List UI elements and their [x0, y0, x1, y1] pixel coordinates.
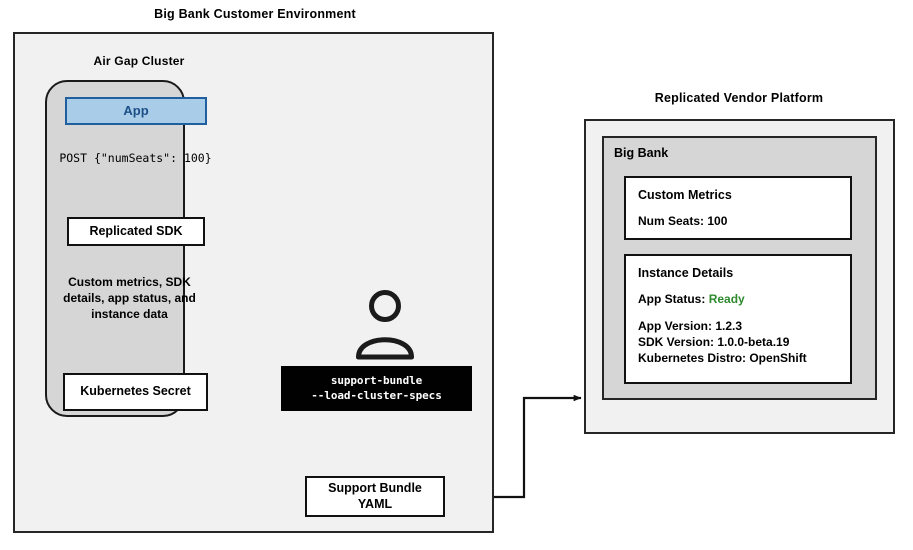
- air-gap-cluster-container: [45, 80, 185, 417]
- instance-details-app-version: App Version: 1.2.3: [638, 318, 743, 333]
- instance-details-sdk-version: SDK Version: 1.0.0-beta.19: [638, 334, 790, 349]
- support-bundle-command-line-2: --load-cluster-specs: [311, 388, 442, 402]
- app-status-label: App Status:: [638, 292, 706, 306]
- vendor-platform-title: Replicated Vendor Platform: [654, 91, 824, 105]
- instance-details-spacer: [638, 308, 838, 319]
- node-support-bundle-command[interactable]: support-bundle --load-cluster-specs: [281, 366, 472, 411]
- air-gap-cluster-title: Air Gap Cluster: [93, 54, 185, 68]
- instance-details-kubernetes-distro: Kubernetes Distro: OpenShift: [638, 350, 807, 365]
- custom-metrics-num-seats: Num Seats: 100: [638, 214, 728, 228]
- instance-details-title: Instance Details: [638, 266, 734, 280]
- vendor-account-label: Big Bank: [614, 146, 669, 160]
- node-support-bundle-yaml[interactable]: Support Bundle YAML: [305, 476, 445, 517]
- instance-details-card: Instance Details App Status: Ready App V…: [624, 254, 852, 384]
- node-replicated-sdk[interactable]: Replicated SDK: [67, 217, 205, 246]
- edge-label-post-numseats: POST {"numSeats": 100}: [59, 151, 212, 165]
- edge-label-custom-metrics: Custom metrics, SDK details, app status,…: [63, 275, 196, 322]
- node-app[interactable]: App: [65, 97, 207, 125]
- customer-environment-title: Big Bank Customer Environment: [154, 7, 356, 21]
- custom-metrics-title: Custom Metrics: [638, 188, 732, 202]
- person-icon: [356, 290, 414, 360]
- node-kubernetes-secret[interactable]: Kubernetes Secret: [63, 373, 208, 411]
- instance-details-app-status: App Status: Ready: [638, 292, 838, 308]
- support-bundle-command-line-1: support-bundle: [330, 373, 423, 387]
- custom-metrics-card: Custom Metrics Num Seats: 100: [624, 176, 852, 240]
- status-badge: Ready: [708, 292, 745, 306]
